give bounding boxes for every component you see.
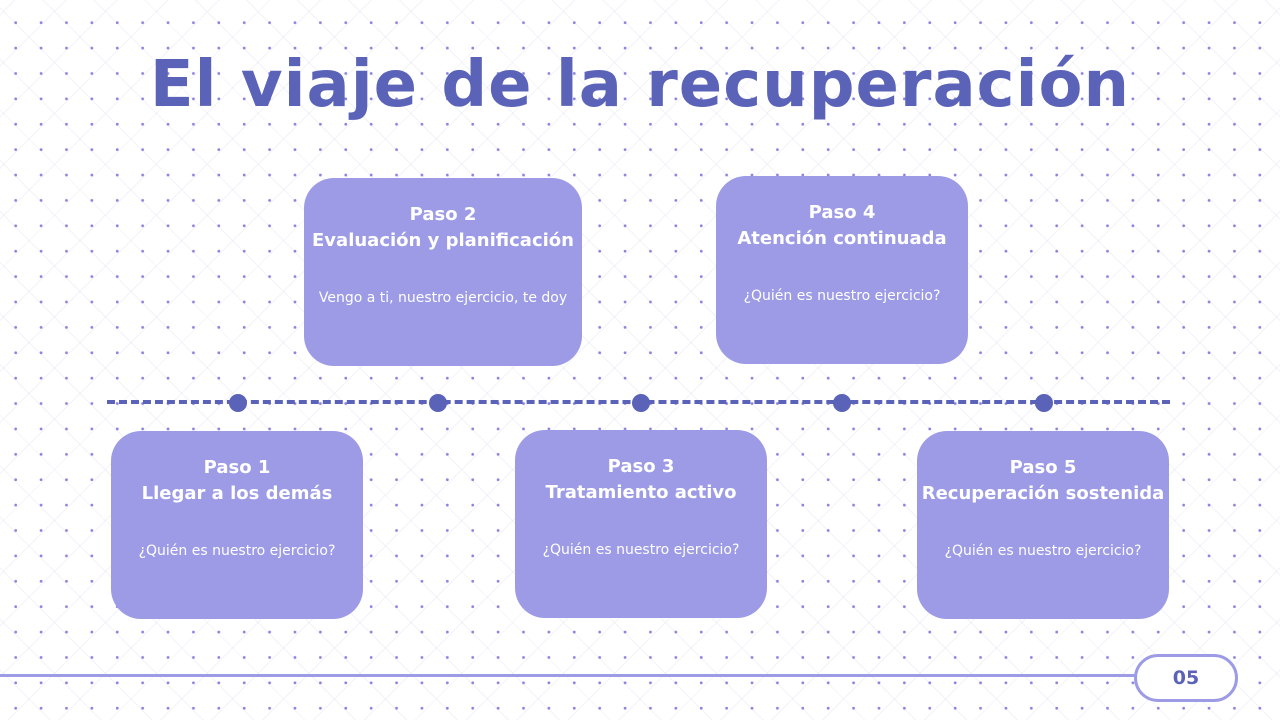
slide-title: El viaje de la recuperación	[149, 48, 1131, 122]
step-card-4-desc: ¿Quién es nuestro ejercicio?	[743, 288, 941, 304]
step-card-2-desc: Vengo a ti, nuestro ejercicio, te doy	[318, 290, 568, 306]
step-card-4: Paso 4 Atención continuada ¿Quién es nue…	[716, 176, 968, 364]
page-number-badge: 05	[1134, 654, 1238, 702]
step-card-3-name: Tratamiento activo	[545, 482, 737, 503]
step-card-2: Paso 2 Evaluación y planificación Vengo …	[304, 178, 582, 366]
step-card-4-name: Atención continuada	[737, 228, 947, 249]
step-card-5: Paso 5 Recuperación sostenida ¿Quién es …	[917, 431, 1169, 619]
timeline-node-2	[429, 394, 447, 412]
footer-line	[0, 674, 1138, 677]
step-card-2-label: Paso 2	[409, 204, 477, 225]
timeline-node-5	[1035, 394, 1053, 412]
step-card-2-name: Evaluación y planificación	[312, 230, 574, 251]
step-card-1-name: Llegar a los demás	[141, 483, 333, 504]
page-number: 05	[1172, 667, 1200, 689]
step-card-5-desc: ¿Quién es nuestro ejercicio?	[944, 543, 1142, 559]
step-card-3-desc: ¿Quién es nuestro ejercicio?	[542, 542, 740, 558]
step-card-1: Paso 1 Llegar a los demás ¿Quién es nues…	[111, 431, 363, 619]
step-card-4-label: Paso 4	[808, 202, 876, 223]
step-card-5-label: Paso 5	[1009, 457, 1077, 478]
timeline-node-3	[632, 394, 650, 412]
step-card-3: Paso 3 Tratamiento activo ¿Quién es nues…	[515, 430, 767, 618]
step-card-1-label: Paso 1	[203, 457, 271, 478]
step-card-1-desc: ¿Quién es nuestro ejercicio?	[138, 543, 336, 559]
timeline-node-1	[229, 394, 247, 412]
timeline-node-4	[833, 394, 851, 412]
step-card-3-label: Paso 3	[607, 456, 675, 477]
step-card-5-name: Recuperación sostenida	[921, 483, 1165, 504]
